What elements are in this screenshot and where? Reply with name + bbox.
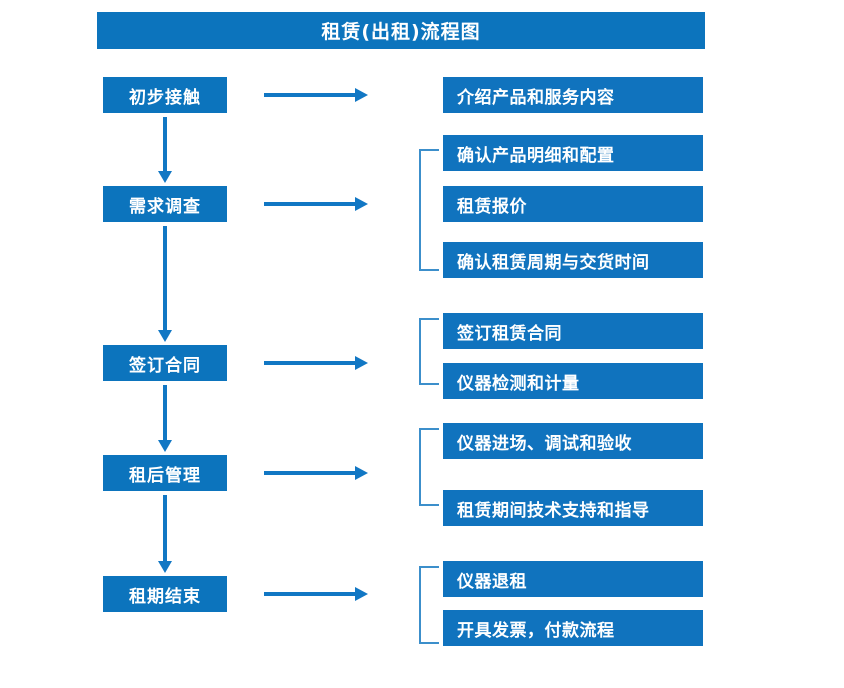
arrow-head xyxy=(355,466,368,480)
arrow-head xyxy=(158,440,172,452)
arrow-head xyxy=(355,587,368,601)
group-bracket-lease-end xyxy=(419,566,439,644)
arrow-shaft xyxy=(163,495,167,562)
arrow-head xyxy=(158,171,172,183)
arrow-shaft xyxy=(264,471,356,475)
arrow-shaft xyxy=(163,226,167,331)
stage-box-lease-end[interactable]: 租期结束 xyxy=(103,576,227,612)
vertical-arrow-4 xyxy=(158,495,172,573)
detail-box-instrument-testing[interactable]: 仪器检测和计量 xyxy=(443,363,703,399)
flowchart-title: 租赁(出租)流程图 xyxy=(97,12,705,49)
arrow-head xyxy=(158,561,172,573)
arrow-shaft xyxy=(163,117,167,172)
stage-box-post-rental-mgmt[interactable]: 租后管理 xyxy=(103,455,227,491)
detail-box-invoice-payment[interactable]: 开具发票，付款流程 xyxy=(443,610,703,646)
horizontal-arrow-4 xyxy=(264,466,368,480)
horizontal-arrow-5 xyxy=(264,587,368,601)
arrow-head xyxy=(355,356,368,370)
stage-box-sign-contract[interactable]: 签订合同 xyxy=(103,345,227,381)
vertical-arrow-3 xyxy=(158,385,172,452)
detail-box-confirm-specs[interactable]: 确认产品明细和配置 xyxy=(443,135,703,171)
horizontal-arrow-3 xyxy=(264,356,368,370)
arrow-head xyxy=(158,330,172,342)
group-bracket-sign-contract xyxy=(419,318,439,385)
vertical-arrow-1 xyxy=(158,117,172,183)
arrow-shaft xyxy=(264,93,356,97)
arrow-shaft xyxy=(163,385,167,441)
detail-box-rental-quotation[interactable]: 租赁报价 xyxy=(443,186,703,222)
stage-box-initial-contact[interactable]: 初步接触 xyxy=(103,77,227,113)
stage-box-requirement-survey[interactable]: 需求调查 xyxy=(103,186,227,222)
arrow-shaft xyxy=(264,202,356,206)
horizontal-arrow-2 xyxy=(264,197,368,211)
arrow-head xyxy=(355,197,368,211)
group-bracket-post-rental-mgmt xyxy=(419,428,439,506)
detail-box-technical-support[interactable]: 租赁期间技术支持和指导 xyxy=(443,490,703,526)
horizontal-arrow-1 xyxy=(264,88,368,102)
arrow-shaft xyxy=(264,361,356,365)
arrow-shaft xyxy=(264,592,356,596)
detail-box-instrument-delivery[interactable]: 仪器进场、调试和验收 xyxy=(443,423,703,459)
detail-box-instrument-return[interactable]: 仪器退租 xyxy=(443,561,703,597)
detail-box-introduce-products[interactable]: 介绍产品和服务内容 xyxy=(443,77,703,113)
detail-box-confirm-period[interactable]: 确认租赁周期与交货时间 xyxy=(443,242,703,278)
detail-box-sign-rental-contract[interactable]: 签订租赁合同 xyxy=(443,313,703,349)
group-bracket-requirement-survey xyxy=(419,149,439,271)
vertical-arrow-2 xyxy=(158,226,172,342)
arrow-head xyxy=(355,88,368,102)
